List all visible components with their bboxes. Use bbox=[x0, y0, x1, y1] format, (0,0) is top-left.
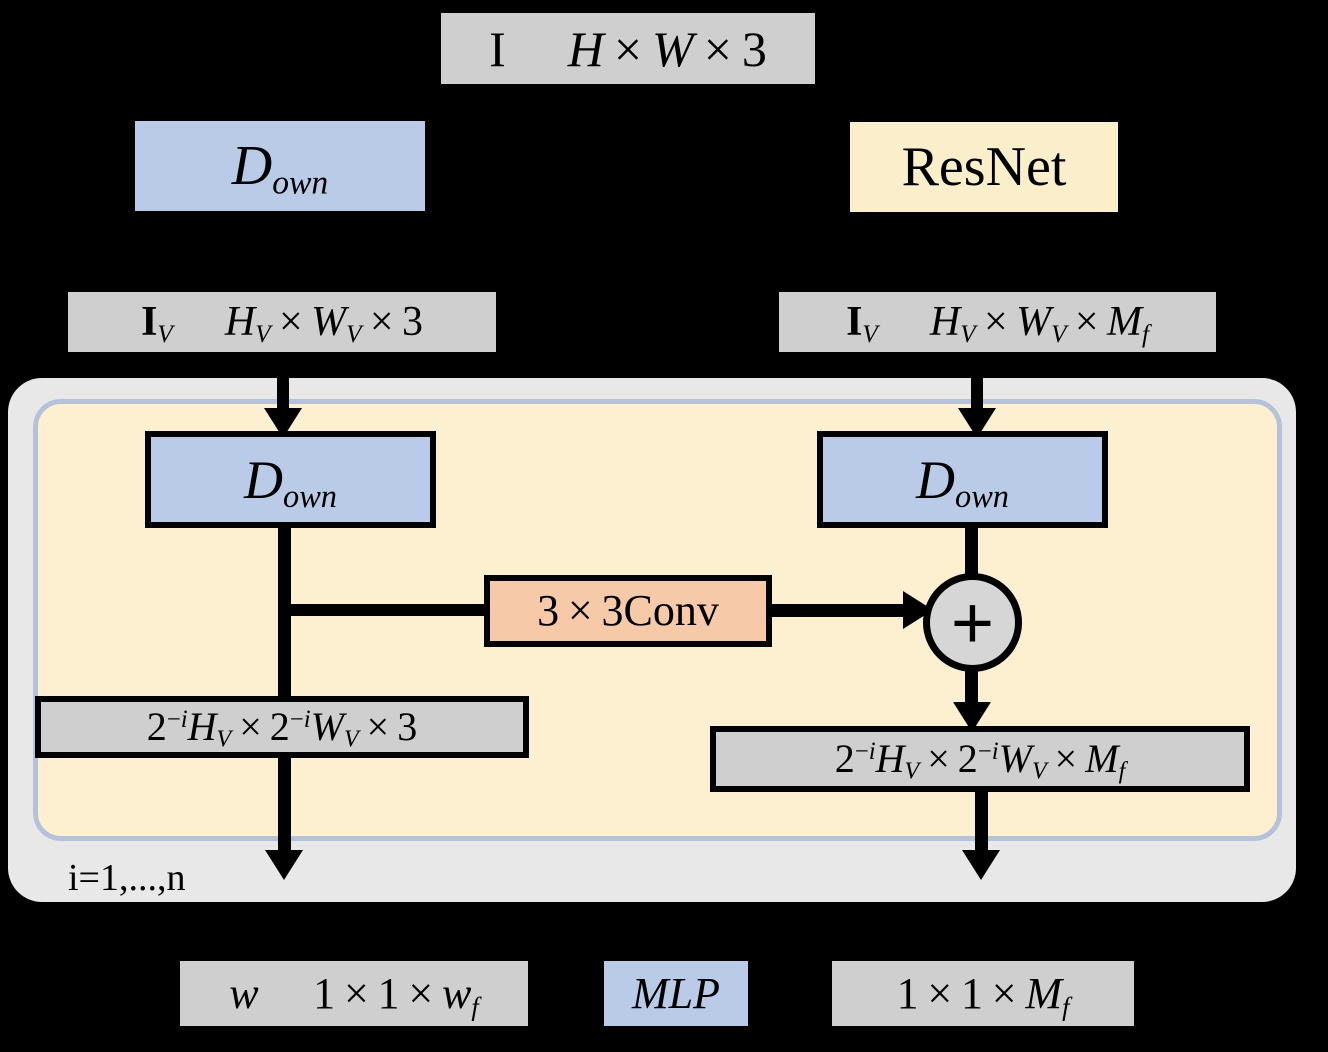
node-mlp: MLP bbox=[604, 961, 748, 1026]
node-scaled-rgb: 2−iHV×2−iWV×3 bbox=[35, 696, 529, 758]
node-conv: 3×3Conv bbox=[484, 575, 772, 647]
node-conv-label: 3×3Conv bbox=[537, 586, 719, 635]
node-down-inner-left: Down bbox=[145, 431, 436, 528]
node-down-left-top: Down bbox=[135, 121, 425, 211]
node-resnet: ResNet bbox=[848, 120, 1120, 214]
node-down-inner-left-label: Down bbox=[244, 449, 337, 515]
connector-conv-to-add bbox=[772, 604, 909, 617]
node-down-inner-right: Down bbox=[817, 431, 1108, 528]
node-resnet-label: ResNet bbox=[901, 136, 1067, 198]
node-out-feat: 1×1×Mf bbox=[832, 961, 1134, 1026]
connector-scaled-rgb-exit bbox=[278, 758, 291, 862]
connector-right-down-to-add bbox=[965, 528, 978, 578]
arrowhead-down-left-exit bbox=[265, 850, 303, 880]
node-down-inner-right-label: Down bbox=[916, 449, 1009, 515]
node-add-label: + bbox=[950, 580, 995, 664]
loop-index-label: i=1,...,n bbox=[68, 857, 186, 899]
connector-left-trunk bbox=[278, 528, 291, 710]
connector-scaled-feat-exit bbox=[975, 792, 988, 864]
node-down-left-top-label: Down bbox=[231, 135, 329, 202]
connector-iv-rgb-to-down bbox=[277, 352, 289, 414]
arrowhead-down-right-exit bbox=[962, 850, 1000, 880]
connector-iv-feat-to-down bbox=[971, 352, 983, 414]
connector-left-to-conv bbox=[284, 604, 486, 616]
node-mlp-label: MLP bbox=[632, 968, 720, 1018]
node-out-feat-label: 1×1×Mf bbox=[896, 968, 1070, 1021]
node-scaled-rgb-label: 2−iHV×2−iWV×3 bbox=[146, 704, 418, 753]
node-scaled-feat: 2−iHV×2−iWV×Mf bbox=[710, 726, 1250, 792]
node-scaled-feat-label: 2−iHV×2−iWV×Mf bbox=[834, 736, 1126, 785]
node-add: + bbox=[923, 573, 1022, 672]
